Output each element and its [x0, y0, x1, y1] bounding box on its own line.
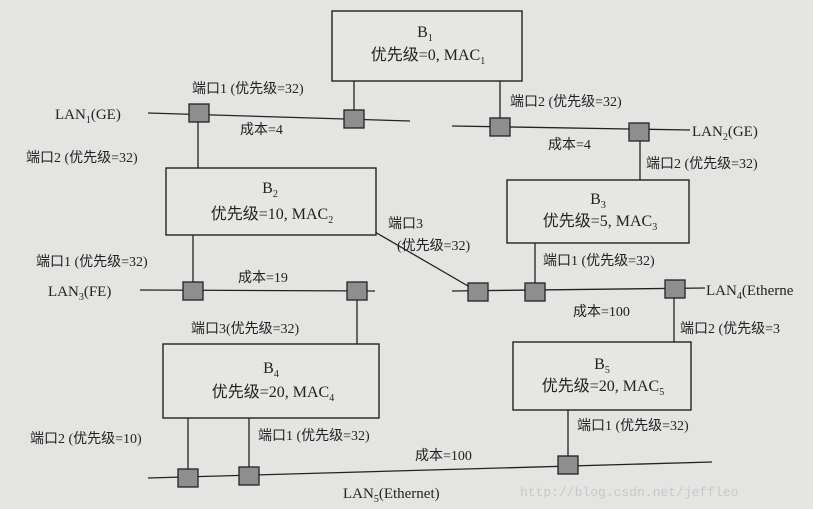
bridge-b5-box [512, 341, 692, 411]
port-square [664, 279, 686, 299]
lan5-label: LAN5(Ethernet) [343, 486, 440, 505]
port-square [343, 109, 365, 129]
port-square [182, 281, 204, 301]
bridge-b4-box [162, 343, 380, 419]
lan3-label: LAN3(FE) [48, 284, 111, 303]
bridge-b2-title: B2 [262, 180, 278, 200]
b2-port2-label: 端口2 (优先级=32) [26, 150, 138, 166]
b1-port2-label: 端口2 (优先级=32) [510, 94, 622, 110]
lan4-label: LAN4(Etherne [706, 283, 794, 302]
b4-port3-label: 端口3(优先级=32) [191, 321, 300, 337]
b3-port1-label: 端口1 (优先级=32) [543, 253, 655, 269]
lan2-cost-label: 成本=4 [548, 137, 591, 153]
lan2-label: LAN2(GE) [692, 124, 758, 143]
bridge-b3-box [506, 179, 690, 244]
bridge-b2-info: 优先级=10, MAC2 [211, 205, 333, 226]
bridge-b1-box [331, 10, 523, 82]
port-square [524, 282, 546, 302]
b2-port3-label-line1: 端口3 [388, 216, 423, 232]
bridge-b3-info: 优先级=5, MAC3 [543, 212, 657, 233]
lan4-line [451, 287, 706, 292]
lan2-line [451, 125, 691, 131]
bridge-b1-title: B1 [417, 24, 433, 44]
port-square [489, 117, 511, 137]
port-square [628, 122, 650, 142]
b2-port1-label: 端口1 (优先级=32) [36, 254, 148, 270]
b3-port2-label: 端口2 (优先级=32) [646, 156, 758, 172]
b4-port2-label: 端口2 (优先级=10) [30, 431, 142, 447]
bridge-b4-info: 优先级=20, MAC4 [212, 383, 334, 404]
bridge-b3-title: B3 [590, 191, 606, 211]
port-square [346, 281, 368, 301]
lan4-cost-label: 成本=100 [573, 304, 630, 320]
bridge-b2-box [165, 167, 377, 236]
port-square [467, 282, 489, 302]
lan5-cost-label: 成本=100 [415, 448, 472, 464]
lan3-line [139, 289, 376, 292]
bridge-b5-info: 优先级=20, MAC5 [542, 377, 664, 398]
port-square [188, 103, 210, 123]
port-square [238, 466, 260, 486]
b5-port2-label: 端口2 (优先级=3 [680, 321, 780, 337]
b1-port1-label: 端口1 (优先级=32) [192, 81, 304, 97]
lan3-cost-label: 成本=19 [238, 270, 288, 286]
bridge-b4-title: B4 [263, 360, 279, 380]
b2-port3-label-line2: (优先级=32) [397, 238, 471, 254]
port-square [177, 468, 199, 488]
watermark-text: http://blog.csdn.net/jeffleo [520, 485, 738, 500]
lan1-label: LAN1(GE) [55, 107, 121, 126]
bridge-b1-info: 优先级=0, MAC1 [371, 46, 485, 67]
bridge-b5-title: B5 [594, 356, 610, 376]
lan1-cost-label: 成本=4 [240, 122, 283, 138]
port-square [557, 455, 579, 475]
b5-port1-label: 端口1 (优先级=32) [577, 418, 689, 434]
lan5-line [147, 461, 713, 479]
b2-port3-link [374, 231, 469, 287]
lan1-line [147, 112, 411, 122]
b4-port1-label: 端口1 (优先级=32) [258, 428, 370, 444]
